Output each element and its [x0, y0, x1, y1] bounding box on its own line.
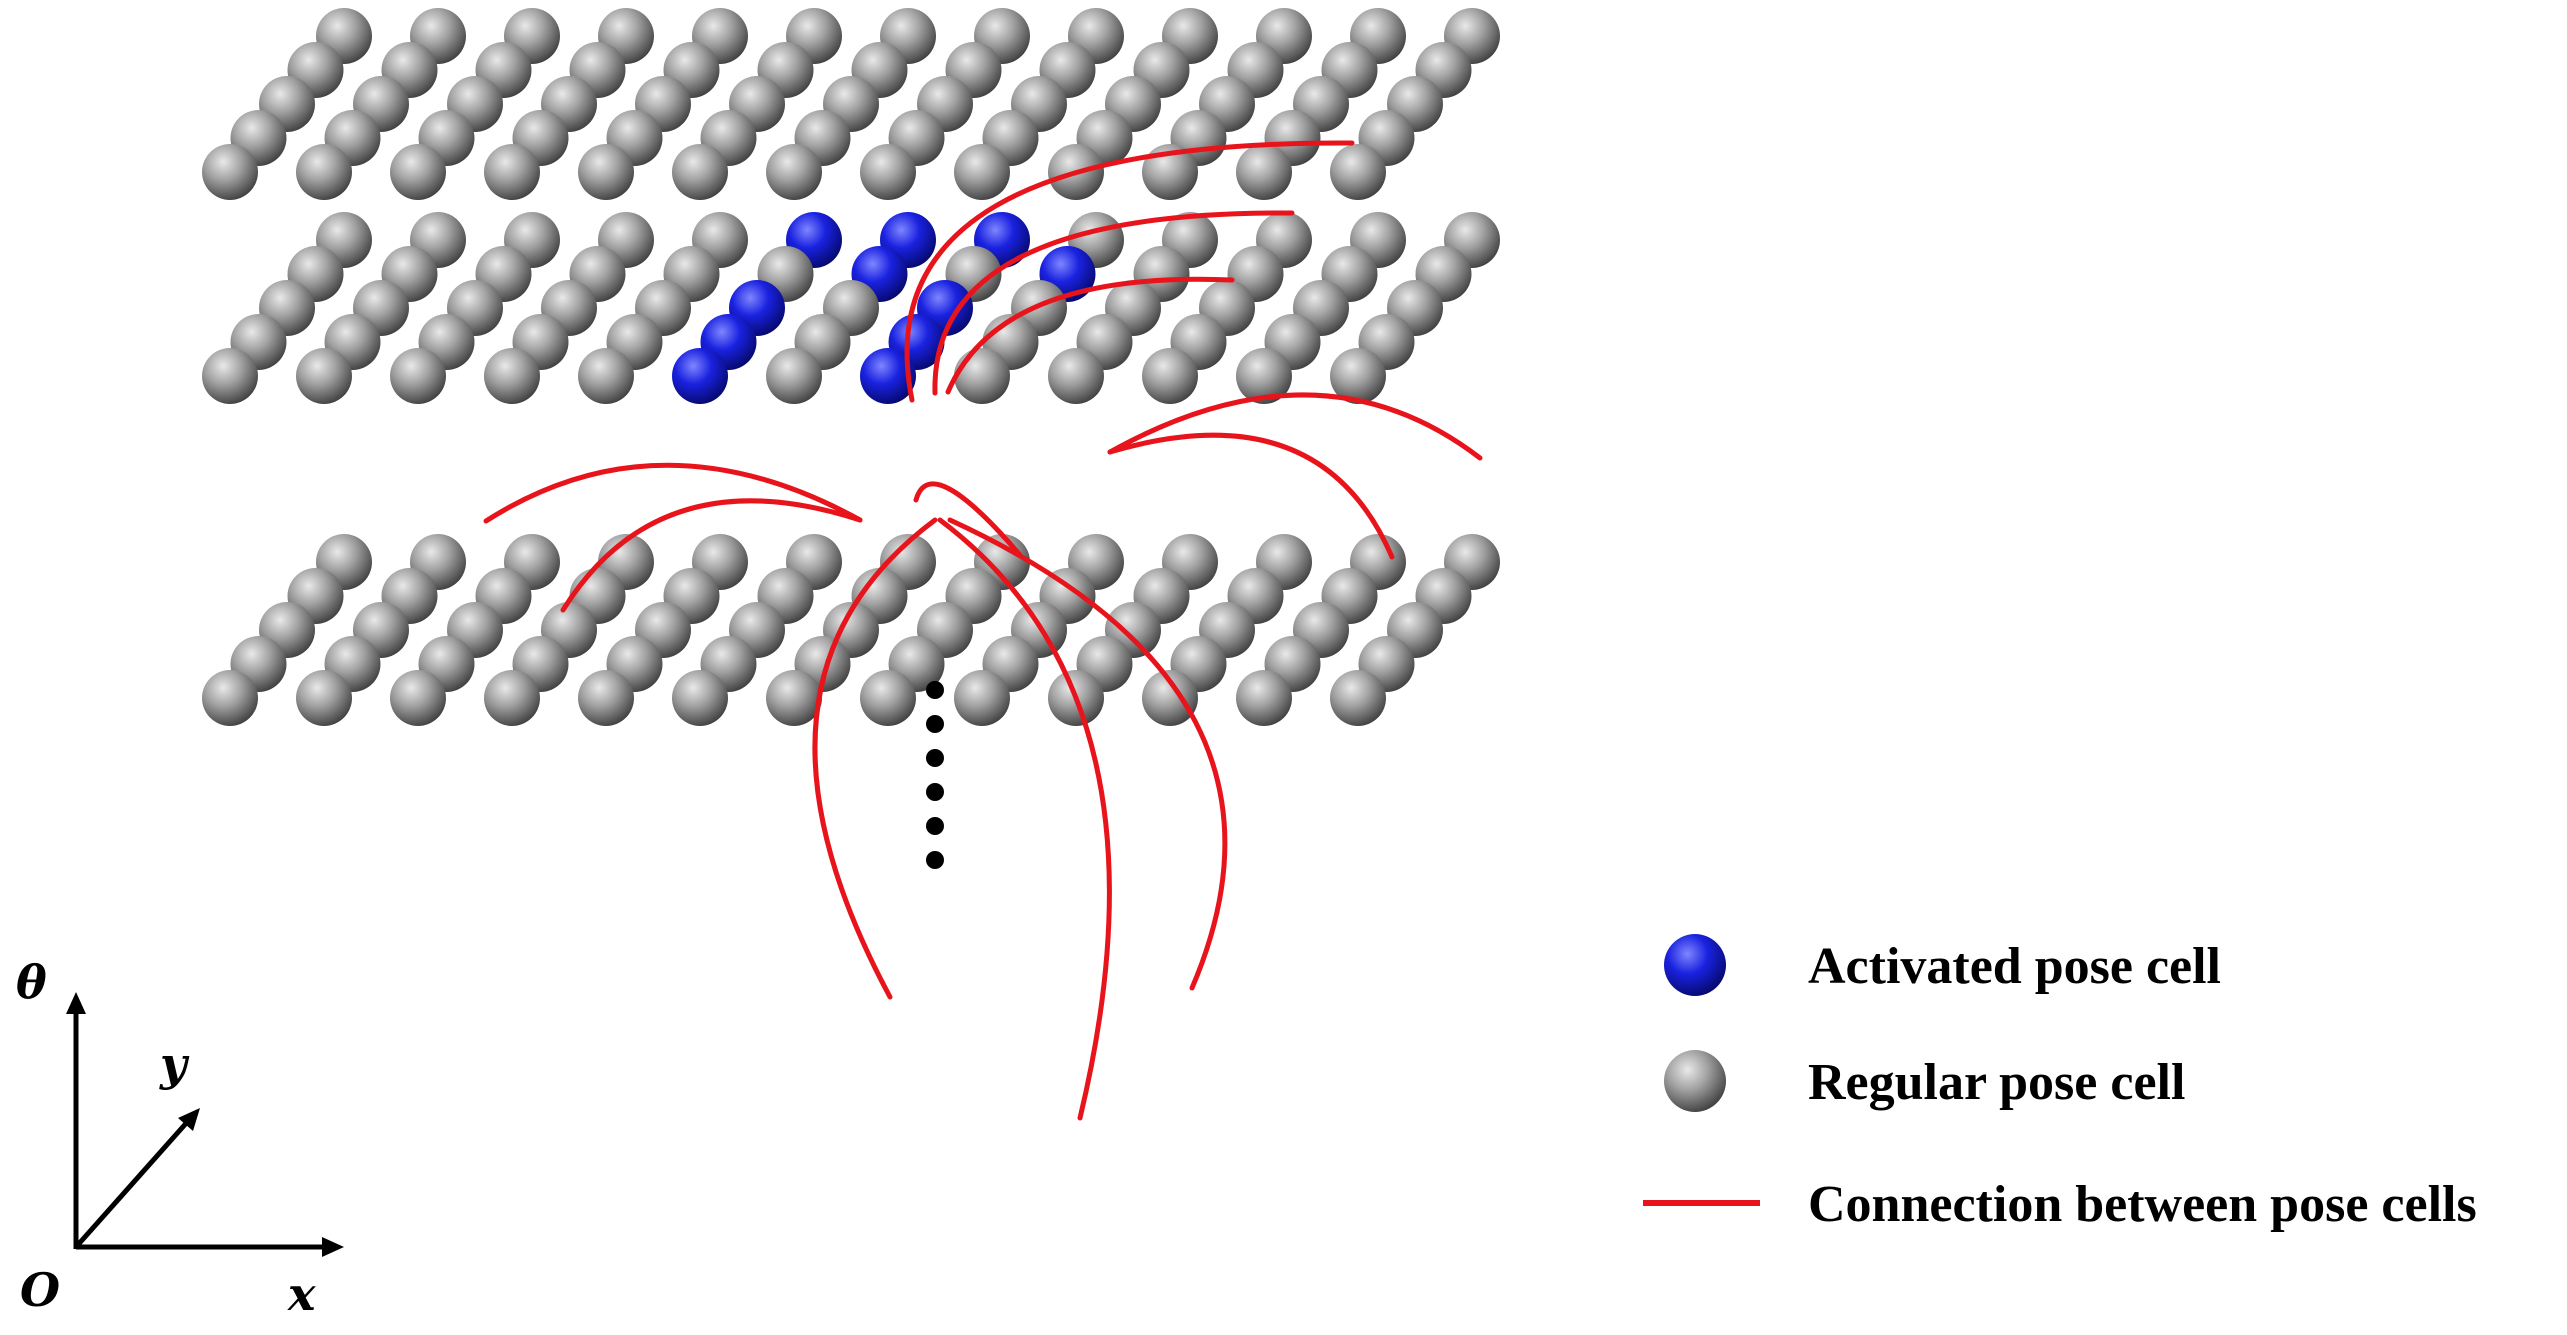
- pose-cell-connection: [1107, 432, 1395, 560]
- ellipsis-dot: [926, 681, 944, 699]
- x-axis-arrowhead: [322, 1237, 344, 1257]
- regular-pose-cell: [202, 348, 258, 404]
- regular-pose-cell: [202, 670, 258, 726]
- ellipsis-dot: [926, 817, 944, 835]
- axes-group: O x y θ: [16, 955, 344, 1321]
- regular-pose-cell: [390, 670, 446, 726]
- pose-cell-connection: [913, 481, 1023, 558]
- ellipsis-dot: [926, 851, 944, 869]
- y-axis-line: [74, 1118, 191, 1249]
- regular-pose-cell: [1236, 348, 1292, 404]
- regular-pose-cell: [1142, 144, 1198, 200]
- regular-pose-cell: [1330, 670, 1386, 726]
- regular-pose-cell: [484, 348, 540, 404]
- regular-pose-cell: [578, 144, 634, 200]
- regular-pose-cell: [578, 670, 634, 726]
- y-axis-label: y: [159, 1037, 190, 1091]
- legend-connection-label: Connection between pose cells: [1808, 1176, 2477, 1233]
- layer-ellipsis: [926, 681, 944, 869]
- regular-pose-cell: [1048, 348, 1104, 404]
- activated-pose-cell: [672, 348, 728, 404]
- regular-pose-cell: [296, 670, 352, 726]
- legend-regular-swatch: [1664, 1050, 1726, 1112]
- pose-cell-connection: [937, 517, 1112, 1121]
- pose-cell-layer-top: [202, 8, 1500, 200]
- pose-cell-connection: [483, 462, 863, 524]
- regular-pose-cell: [954, 670, 1010, 726]
- regular-pose-cell: [296, 348, 352, 404]
- pose-cell-connection: [947, 517, 1228, 991]
- regular-pose-cell: [860, 144, 916, 200]
- pose-cell-connection: [812, 517, 938, 1000]
- regular-pose-cell: [1236, 144, 1292, 200]
- regular-pose-cell: [390, 348, 446, 404]
- regular-pose-cell: [766, 144, 822, 200]
- regular-pose-cell: [954, 348, 1010, 404]
- pose-cell-connection: [560, 498, 863, 613]
- pose-cell-connection: [945, 276, 1235, 395]
- legend-activated-swatch: [1664, 934, 1726, 996]
- ellipsis-dot: [926, 749, 944, 767]
- pose-cell-layer-middle: [202, 212, 1500, 404]
- regular-pose-cell: [860, 670, 916, 726]
- regular-pose-cell: [766, 670, 822, 726]
- theta-axis-label: θ: [16, 955, 47, 1009]
- x-axis-label: x: [287, 1267, 316, 1321]
- theta-axis-arrowhead: [66, 992, 86, 1014]
- regular-pose-cell: [1236, 670, 1292, 726]
- regular-pose-cell: [1330, 144, 1386, 200]
- pose-cell-layer-bottom: [202, 534, 1500, 726]
- origin-label: O: [20, 1263, 60, 1317]
- regular-pose-cell: [1142, 348, 1198, 404]
- ellipsis-dot: [926, 783, 944, 801]
- regular-pose-cell: [1142, 670, 1198, 726]
- regular-pose-cell: [954, 144, 1010, 200]
- legend-regular-label: Regular pose cell: [1808, 1054, 2185, 1111]
- regular-pose-cell: [202, 144, 258, 200]
- activated-pose-cell: [860, 348, 916, 404]
- regular-pose-cell: [296, 144, 352, 200]
- regular-pose-cell: [484, 144, 540, 200]
- ellipsis-dot: [926, 715, 944, 733]
- regular-pose-cell: [390, 144, 446, 200]
- pose-cell-connection: [932, 210, 1295, 396]
- connections-group: [483, 140, 1483, 1121]
- regular-pose-cell: [484, 670, 540, 726]
- legend-activated-label: Activated pose cell: [1808, 938, 2221, 995]
- pose-cell-connection: [904, 140, 1355, 403]
- regular-pose-cell: [672, 670, 728, 726]
- regular-pose-cell: [578, 348, 634, 404]
- y-axis-arrowhead: [178, 1108, 200, 1131]
- regular-pose-cell: [1330, 348, 1386, 404]
- regular-pose-cell: [672, 144, 728, 200]
- legend: Activated pose cell Regular pose cell Co…: [1643, 934, 2477, 1233]
- pose-cell-connection: [1107, 392, 1483, 461]
- regular-pose-cell: [766, 348, 822, 404]
